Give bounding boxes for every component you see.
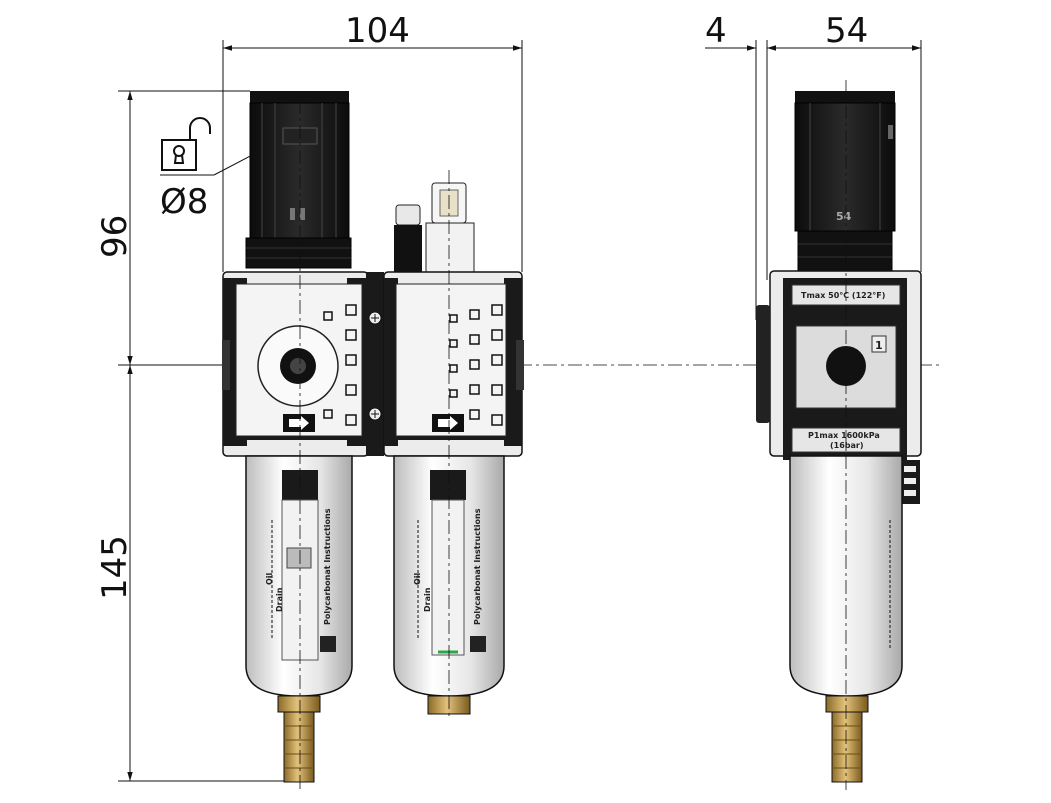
flow-arrow-icon [283,414,315,432]
dimension-96: 96 [95,215,135,258]
flow-arrow-icon [432,414,464,432]
bowl-text-left: Polycarbonat Instructions [323,508,332,625]
knob-marks: 54 [836,210,852,223]
bowl-label-oil-right: Oil [413,572,422,585]
dimension-diameter-8: Ø8 [160,182,208,222]
dimension-54: 54 [825,11,868,51]
side-view-unit: 54 Tmax 50°C (122°F) 1 P1max 1600kPa (16… [756,91,922,783]
bowl-text-right: Polycarbonat Instructions [473,508,482,625]
dimension-4: 4 [705,11,727,51]
dimension-104: 104 [345,11,410,51]
bowl-label-drain-right: Drain [423,587,432,612]
connector-screws [366,272,384,456]
regulator-knob [245,91,352,269]
centre-lines [299,80,847,790]
pmax-label-line2: (16bar) [830,441,864,450]
pmax-label-line1: P1max 1600kPa [808,431,880,440]
dimension-145: 145 [95,535,135,600]
padlock-open-icon [161,117,211,171]
filter-regulator-unit: Drain Oil Polycarbonat Instructions [222,91,369,783]
tmax-label: Tmax 50°C (122°F) [801,291,885,300]
bowl-label-drain-left: Drain [275,587,284,612]
lubricator-unit: Drain Oil Polycarbonat Instructions [383,182,524,715]
bowl-label-oil-left: Oil [265,572,274,585]
port-number: 1 [875,339,883,352]
